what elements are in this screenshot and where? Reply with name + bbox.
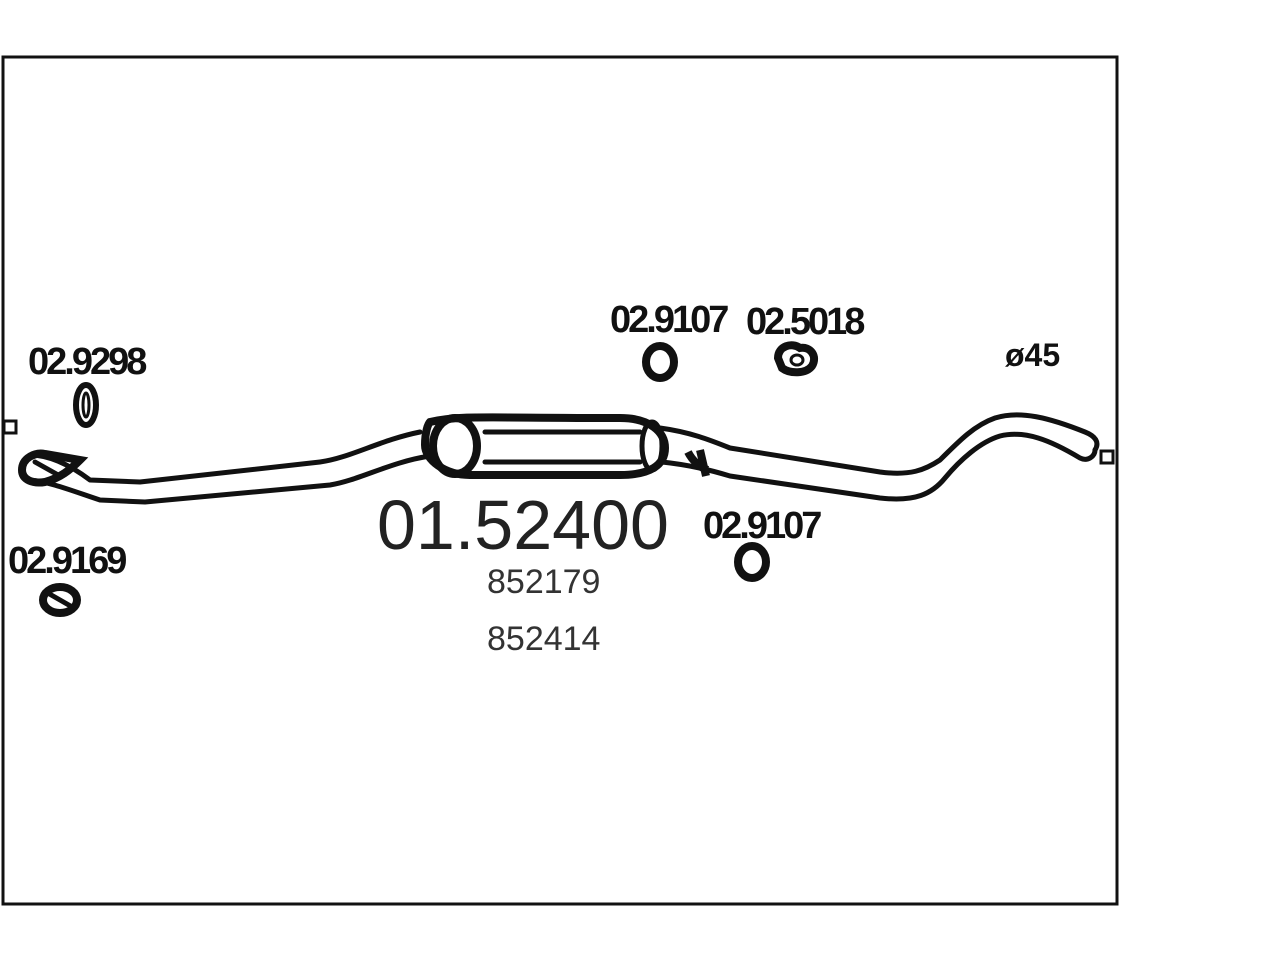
mount-top-label: 02.9107 [610, 299, 728, 341]
gasket-front-icon [73, 382, 99, 428]
clamp-front: 02.9169 [8, 540, 129, 617]
main-part-number: 01.52400 [377, 486, 669, 564]
pipe-diameter-label: ø45 [1005, 337, 1060, 373]
clamp-front-label: 02.9169 [8, 540, 126, 582]
reference-number-2: 852414 [487, 620, 600, 658]
mount-bottom-icon [734, 542, 770, 582]
mount-bottom-label: 02.9107 [703, 505, 821, 547]
gasket-front: 02.9298 [28, 341, 149, 428]
rear-connector-marker [1099, 449, 1115, 465]
clamp-top-icon [773, 341, 819, 377]
front-pipe [17, 429, 433, 505]
clamp-top: 02.5018 [746, 301, 867, 377]
front-connector-marker [2, 419, 18, 435]
clamp-front-icon [39, 583, 81, 617]
clamp-top-label: 02.5018 [746, 301, 864, 343]
mount-top: 02.9107 [610, 299, 731, 382]
center-muffler [420, 413, 670, 479]
diagram-frame [1, 55, 1119, 906]
rear-pipe [657, 412, 1100, 502]
reference-number-1: 852179 [487, 563, 600, 601]
mount-top-icon [642, 342, 678, 382]
gasket-front-label: 02.9298 [28, 341, 146, 383]
mount-bottom: 02.9107 [703, 505, 824, 582]
